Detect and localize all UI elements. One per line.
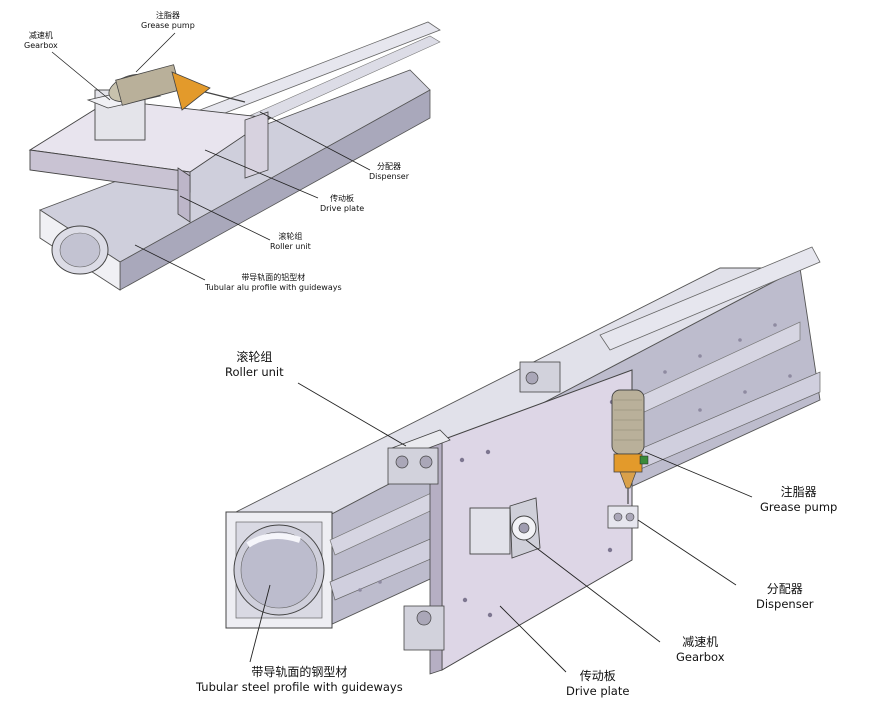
bottom-gearbox-en: Gearbox <box>676 650 725 664</box>
top-dispenser-zh: 分配器 <box>377 162 401 171</box>
bottom-label-profile: 带导轨面的钢型材 Tubular steel profile with guid… <box>196 665 403 694</box>
bottom-roller-unit <box>387 429 451 485</box>
bottom-grease-pump <box>611 389 649 504</box>
top-assembly <box>28 21 441 291</box>
top-roller-block <box>244 111 269 179</box>
bottom-label-roller-unit: 滚轮组 Roller unit <box>225 350 284 379</box>
top-drive-plate-en: Drive plate <box>320 204 365 213</box>
bottom-gearbox-zh: 减速机 <box>682 635 719 649</box>
bottom-upper-rack <box>599 246 821 351</box>
bottom-dispenser-en: Dispenser <box>756 597 814 611</box>
bottom-profile-en: Tubular steel profile with guideways <box>196 680 403 694</box>
top-grease-pump <box>108 64 246 111</box>
top-profile-en: Tubular alu profile with guideways <box>205 283 342 292</box>
top-label-dispenser: 分配器 Dispenser <box>369 162 409 182</box>
top-label-drive-plate: 传动板 Drive plate <box>320 194 364 214</box>
top-profile-tube-inner <box>59 232 101 268</box>
bottom-gearbox <box>469 497 541 559</box>
bottom-label-grease-pump: 注脂器 Grease pump <box>760 485 837 514</box>
top-gearbox-en: Gearbox <box>24 41 58 50</box>
bottom-dispenser-zh: 分配器 <box>766 582 803 596</box>
bottom-roller-unit-lower <box>403 605 445 651</box>
top-dispenser-en: Dispenser <box>369 172 409 181</box>
bottom-profile-zh: 带导轨面的钢型材 <box>251 665 348 679</box>
bottom-dispenser <box>607 505 639 529</box>
top-gearbox-zh: 减速机 <box>28 31 53 40</box>
top-roller-unit-zh: 滚轮组 <box>278 232 303 241</box>
bottom-roller-unit-rear <box>519 361 561 393</box>
bottom-roller-unit-en: Roller unit <box>225 365 284 379</box>
bottom-grease-pump-zh: 注脂器 <box>780 485 817 499</box>
bottom-label-drive-plate: 传动板 Drive plate <box>566 669 629 698</box>
top-label-gearbox: 减速机 Gearbox <box>24 31 58 51</box>
top-roller-unit-en: Roller unit <box>270 242 311 251</box>
bottom-drive-plate-zh: 传动板 <box>579 669 616 683</box>
top-grease-pump-zh: 注脂器 <box>155 11 180 20</box>
top-label-roller-unit: 滚轮组 Roller unit <box>270 232 311 252</box>
bottom-label-gearbox: 减速机 Gearbox <box>676 635 725 664</box>
bottom-assembly <box>225 246 821 675</box>
top-profile-zh: 带导轨面的铝型材 <box>241 273 306 282</box>
top-drive-plate-zh: 传动板 <box>330 194 355 203</box>
top-leaders <box>51 32 371 281</box>
top-drive-plate <box>177 167 191 223</box>
bottom-label-dispenser: 分配器 Dispenser <box>756 582 814 611</box>
bottom-leaders <box>249 382 753 673</box>
bottom-grease-pump-en: Grease pump <box>760 500 838 514</box>
top-label-grease-pump: 注脂器 Grease pump <box>141 11 195 31</box>
bottom-roller-unit-zh: 滚轮组 <box>236 350 273 364</box>
top-label-profile: 带导轨面的铝型材 Tubular alu profile with guidew… <box>205 273 342 293</box>
top-grease-pump-en: Grease pump <box>141 21 195 30</box>
bottom-drive-plate-en: Drive plate <box>566 684 630 698</box>
